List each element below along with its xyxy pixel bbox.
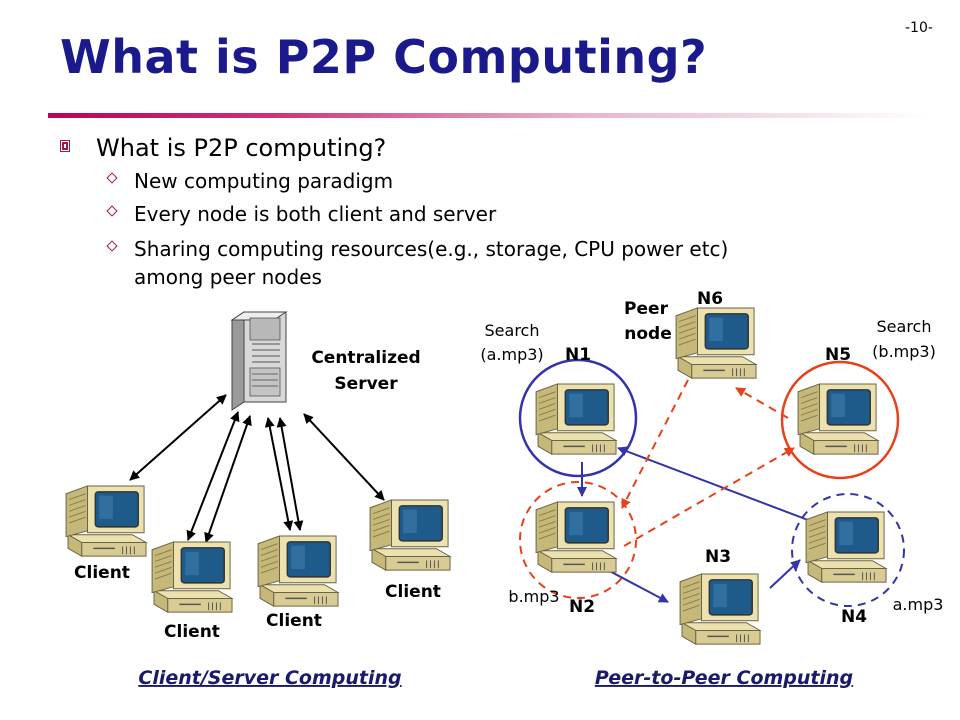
server-label: Centralized Server (311, 348, 420, 394)
file-holder-circle-n4 (791, 493, 905, 607)
sub-bullet-text: Every node is both client and server (134, 202, 497, 226)
p2p-caption: Peer-to-Peer Computing (595, 667, 853, 689)
search-b-label-line1: Search (877, 317, 932, 336)
client-server-link (264, 417, 294, 531)
peer-node-label-line2: node (624, 324, 671, 344)
slide-title: What is P2P Computing? (60, 30, 708, 84)
peer-n2-computer-icon (535, 501, 617, 573)
square-bullet-icon (60, 140, 70, 152)
sub-bullet-text: Sharing computing resources(e.g., storag… (134, 237, 729, 261)
query-link-n3-n4 (769, 559, 801, 589)
response-link-n2-n5 (623, 447, 795, 547)
node-label-n1: N1 (565, 345, 591, 365)
client-label: Client (266, 611, 322, 631)
title-underline (48, 113, 928, 118)
sub-bullet-text: New computing paradigm (134, 169, 394, 193)
node-label-n4: N4 (841, 607, 867, 627)
client-computer-icon (65, 485, 147, 557)
client-label: Client (164, 622, 220, 642)
node-label-n2: N2 (569, 597, 595, 617)
file-b-label: b.mp3 (508, 587, 559, 606)
client-computer-icon (151, 541, 233, 613)
server-icon (230, 311, 288, 411)
peer-n1-computer-icon (535, 383, 617, 455)
search-origin-circle-n5 (780, 360, 900, 480)
client-computer-icon (257, 535, 339, 607)
client-computer-icon (369, 499, 451, 571)
client-server-link (129, 394, 227, 481)
slide-number: -10- (905, 20, 933, 36)
client-server-link (276, 417, 304, 531)
main-bullet-text: What is P2P computing? (96, 134, 387, 162)
query-link-n5-n6 (735, 387, 789, 419)
search-b-label-line2: (b.mp3) (872, 342, 936, 361)
file-a-label: a.mp3 (893, 595, 944, 614)
peer-n3-computer-icon (679, 573, 761, 645)
response-link-n4-n1 (617, 446, 809, 521)
server-label-line1: Centralized (311, 348, 420, 368)
client-label: Client (74, 563, 130, 583)
peer-node-label-line1: Peer (624, 299, 669, 319)
sub-bullet-text: among peer nodes (134, 265, 322, 289)
client-server-link (303, 413, 385, 501)
peer-n4-computer-icon (805, 511, 887, 583)
peer-n5-computer-icon (797, 383, 879, 455)
file-holder-circle-n2 (519, 481, 637, 599)
search-a-label-line1: Search (485, 321, 540, 340)
search-a-label-line2: (a.mp3) (480, 345, 543, 364)
node-label-n3: N3 (705, 547, 731, 567)
node-label-n6: N6 (697, 289, 723, 309)
node-label-n5: N5 (825, 345, 851, 365)
query-link-n6-n2 (621, 379, 689, 509)
server-label-line2: Server (334, 374, 398, 394)
search-origin-circle-n1 (518, 358, 638, 478)
client-server-caption: Client/Server Computing (138, 667, 401, 689)
client-label: Client (385, 582, 441, 602)
peer-n6-computer-icon (675, 307, 757, 379)
client-server-link (204, 415, 252, 543)
